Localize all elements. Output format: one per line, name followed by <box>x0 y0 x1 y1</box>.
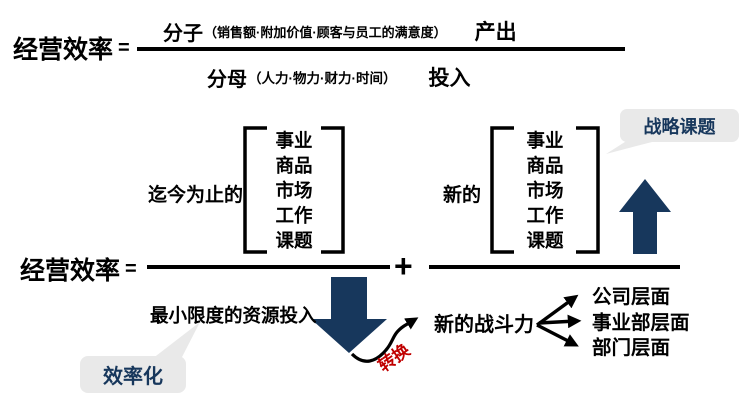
plus-sign: + <box>394 248 413 284</box>
existing-group-items: 事业 商品 市场 工作 课题 <box>250 128 338 253</box>
existing-item: 课题 <box>275 230 313 251</box>
existing-group-prefix: 迄今为止的 <box>148 185 244 206</box>
level-department: 部门层面 <box>592 337 671 359</box>
existing-item: 商品 <box>275 155 313 176</box>
new-item: 课题 <box>526 230 564 251</box>
new-fighting-power-label: 新的战斗力 <box>434 314 534 336</box>
level-business-division: 事业部层面 <box>592 311 690 334</box>
denominator-tag-input: 投入 <box>428 67 471 90</box>
fan-arrow-company <box>535 294 579 327</box>
existing-item: 市场 <box>275 180 313 201</box>
down-arrow <box>311 277 387 353</box>
formula-top-equals: = <box>118 36 130 59</box>
up-arrow <box>619 179 671 254</box>
existing-item: 事业 <box>275 130 313 151</box>
formula-main-fraction-line-right <box>429 265 680 269</box>
new-item: 事业 <box>526 130 564 151</box>
fan-arrow-division <box>538 314 582 329</box>
level-list: 公司层面 事业部层面 部门层面 <box>592 285 690 362</box>
denominator-term: 分母 <box>207 68 247 91</box>
level-company: 公司层面 <box>592 286 671 308</box>
formula-top-denominator: 分母 （人力·物力·财力·时间） 投入 <box>207 62 471 92</box>
efficiency-callout: 效率化 <box>80 356 186 393</box>
formula-top-numerator: 分子 （销售额·附加价值·顾客与员工的满意度） 产出 <box>163 16 517 46</box>
numerator-detail: （销售额·附加价值·顾客与员工的满意度） <box>204 24 447 40</box>
new-item: 市场 <box>526 180 564 201</box>
formula-top-label: 经营效率= <box>13 30 130 66</box>
fan-arrow-department <box>536 323 579 347</box>
new-item: 工作 <box>526 205 564 226</box>
formula-main-equals: = <box>125 257 137 280</box>
new-item: 商品 <box>526 155 564 176</box>
existing-item: 工作 <box>275 205 313 226</box>
numerator-tag-output: 产出 <box>474 21 517 44</box>
formula-main-label: 经营效率= <box>20 251 137 287</box>
main-denominator: 最小限度的资源投入 <box>150 305 317 326</box>
formula-main-label-text: 经营效率 <box>20 257 121 285</box>
strategy-callout: 战略课题 <box>620 109 739 142</box>
conversion-label: 转换 <box>374 340 414 376</box>
strategy-callout-tail <box>606 140 652 154</box>
strategy-callout-label: 战略课题 <box>643 116 716 137</box>
denominator-detail: （人力·物力·财力·时间） <box>248 71 397 86</box>
new-group-prefix: 新的 <box>443 185 482 206</box>
new-group-items: 事业 商品 市场 工作 课题 <box>501 128 589 253</box>
numerator-term: 分子 <box>163 22 203 45</box>
formula-top-label-text: 经营效率 <box>13 36 114 64</box>
efficiency-callout-label: 效率化 <box>103 366 163 388</box>
formula-main-fraction-line-left <box>147 265 390 269</box>
formula-top-fraction-line <box>137 47 625 51</box>
